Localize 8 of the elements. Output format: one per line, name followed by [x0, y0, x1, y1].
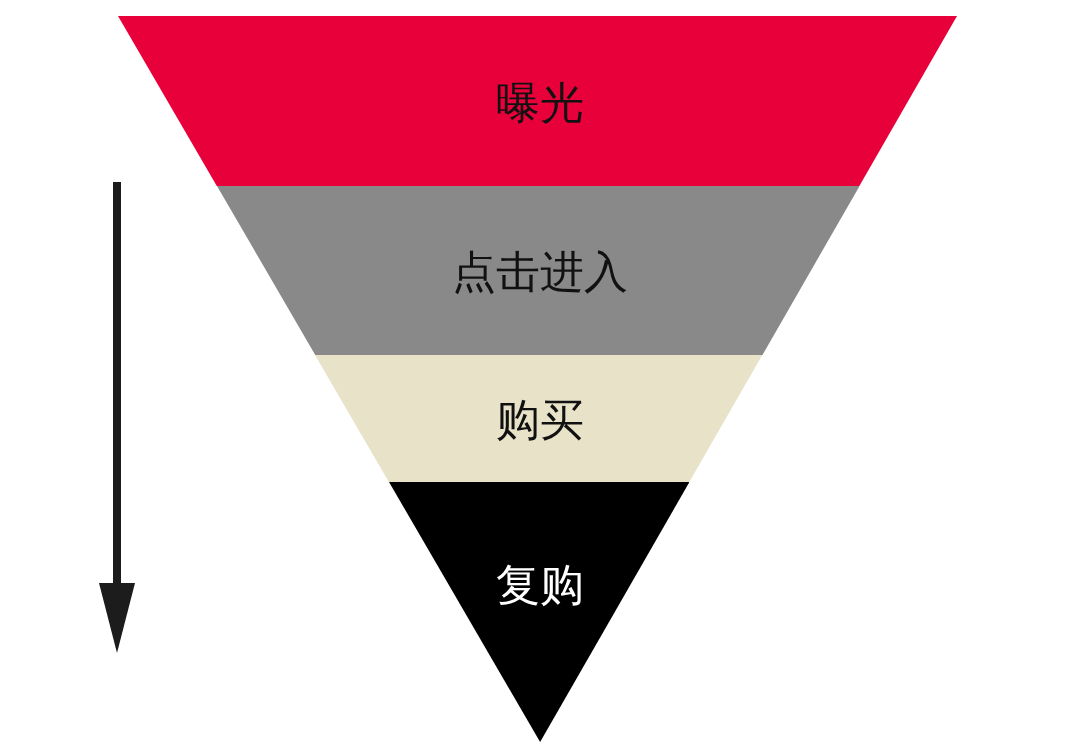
funnel-band: [388, 482, 690, 742]
funnel-band: [315, 355, 763, 482]
band-label: 购买: [496, 398, 584, 442]
band-label: 曝光: [496, 81, 584, 125]
band-label: 复购: [496, 563, 584, 607]
funnel-band: [216, 186, 860, 355]
funnel-band: [118, 16, 957, 186]
band-label: 点击进入: [452, 250, 628, 294]
